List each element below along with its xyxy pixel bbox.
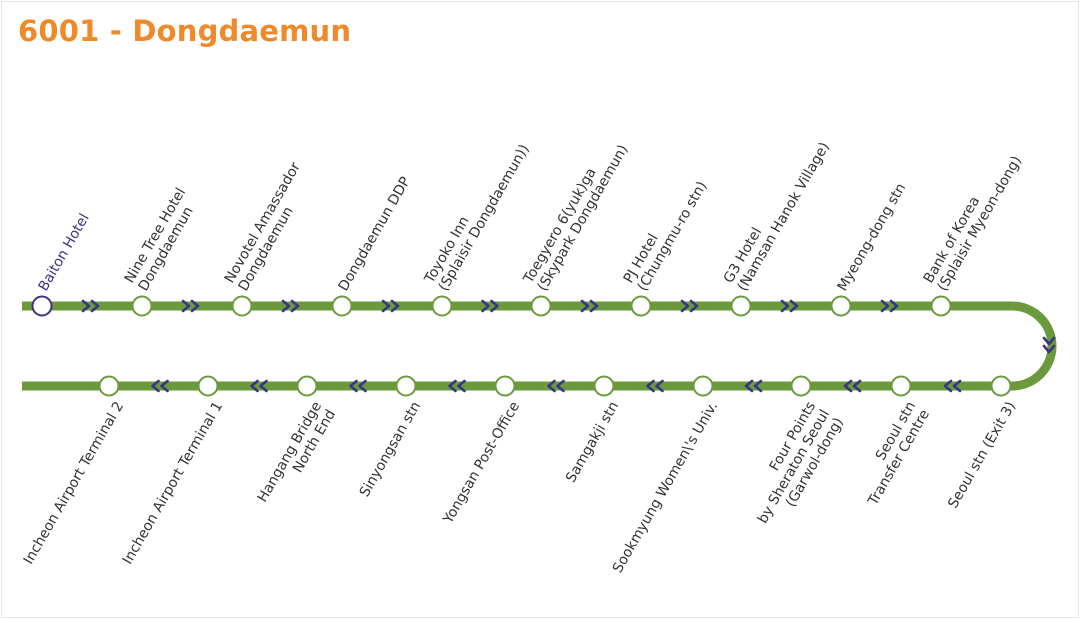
stop-inbound-2 [890, 375, 912, 397]
stop-label-inbound-10-line-1: Incheon Airport Terminal 2 [21, 399, 127, 567]
arrow-left-1 [943, 379, 962, 393]
stop-outbound-6 [530, 295, 552, 317]
stop-inbound-4 [692, 375, 714, 397]
stop-label-outbound-9: Myeong-dong stn [835, 181, 910, 294]
stop-label-outbound-8: G3 Hotel(Namsan Hanok Village) [721, 140, 833, 294]
stop-label-outbound-10-line-2: (Splaisir Myeon-dong) [935, 153, 1025, 294]
stop-label-inbound-5-line-1: Samgakji stn [563, 399, 622, 485]
stop-outbound-4 [331, 295, 353, 317]
arrow-left-3 [744, 379, 763, 393]
arrow-left-5 [547, 379, 565, 393]
stop-label-inbound-10: Incheon Airport Terminal 2 [21, 399, 127, 567]
stop-label-inbound-9: Incheon Airport Terminal 1 [120, 399, 226, 567]
stop-label-outbound-6: Toegyero 6(yuk)ga(Skypark Dongdaemun) [520, 142, 632, 294]
stop-label-outbound-9-line-1: Myeong-dong stn [835, 181, 910, 294]
stop-label-outbound-4-line-1: Dongdaemun DDP [336, 174, 414, 294]
stop-label-outbound-8-line-2: (Namsan Hanok Village) [735, 140, 833, 294]
stop-label-outbound-7: PJ Hotel(Chungmu-ro stn) [621, 179, 711, 294]
arrow-left-8 [250, 379, 268, 393]
stop-label-inbound-9-line-1: Incheon Airport Terminal 1 [120, 399, 226, 567]
stop-outbound-1 [31, 295, 53, 317]
stop-label-inbound-7: Sinyongsan stn [357, 399, 424, 500]
stop-label-inbound-1-line-1: Seoul stn (Exit 3) [945, 399, 1019, 511]
arrow-right-5 [481, 299, 499, 313]
stop-inbound-3 [790, 375, 812, 397]
stop-inbound-9 [197, 375, 219, 397]
arrow-right-2 [181, 299, 200, 313]
arrow-right-4 [381, 299, 400, 313]
stop-label-outbound-5: Toyoko Inn(Splaisir Dongdaemun)) [421, 142, 533, 294]
stop-inbound-8 [296, 375, 318, 397]
stop-label-inbound-4-line-1: Sookmyung Women\'s Univ. [610, 399, 721, 576]
stop-label-outbound-10: Bank of Korea(Splaisir Myeon-dong) [921, 153, 1025, 294]
stop-label-inbound-1: Seoul stn (Exit 3) [945, 399, 1019, 511]
arrow-right-8 [780, 299, 799, 313]
arrow-left-9 [151, 379, 169, 393]
stop-outbound-8 [730, 295, 752, 317]
arrow-right-3 [281, 299, 300, 313]
stop-outbound-7 [630, 295, 652, 317]
arrow-right-7 [680, 299, 699, 313]
stop-label-inbound-7-line-1: Sinyongsan stn [357, 399, 424, 500]
stop-label-outbound-1: Baiton Hotel [36, 211, 93, 294]
arrow-left-6 [448, 379, 466, 393]
stop-label-outbound-6-line-2: (Skypark Dongdaemun) [535, 142, 632, 294]
stop-label-outbound-4: Dongdaemun DDP [336, 174, 414, 294]
stop-outbound-9 [830, 295, 852, 317]
arrow-down [1042, 336, 1056, 354]
stop-inbound-5 [593, 375, 615, 397]
stop-label-inbound-6: Yongsan Post-Office [440, 399, 523, 527]
stop-label-outbound-5-line-2: (Splaisir Dongdaemun)) [436, 142, 533, 294]
arrow-right-1 [81, 299, 100, 313]
arrow-left-4 [646, 379, 664, 393]
stop-outbound-2 [131, 295, 153, 317]
stop-inbound-6 [494, 375, 516, 397]
stop-inbound-10 [98, 375, 120, 397]
arrow-right-9 [880, 299, 899, 313]
arrow-left-2 [843, 379, 862, 393]
route-title: 6001 - Dongdaemun [18, 14, 352, 48]
stop-inbound-1 [990, 375, 1012, 397]
stop-outbound-5 [431, 295, 453, 317]
route-line [22, 301, 1057, 391]
stop-label-inbound-5: Samgakji stn [563, 399, 622, 485]
arrow-left-7 [349, 379, 367, 393]
stop-outbound-3 [231, 295, 253, 317]
stop-inbound-7 [395, 375, 417, 397]
stop-label-outbound-1-line-1: Baiton Hotel [36, 211, 93, 294]
stop-label-inbound-4: Sookmyung Women\'s Univ. [610, 399, 721, 576]
stop-outbound-10 [930, 295, 952, 317]
arrow-right-6 [580, 299, 599, 313]
stop-label-inbound-6-line-1: Yongsan Post-Office [440, 399, 523, 527]
